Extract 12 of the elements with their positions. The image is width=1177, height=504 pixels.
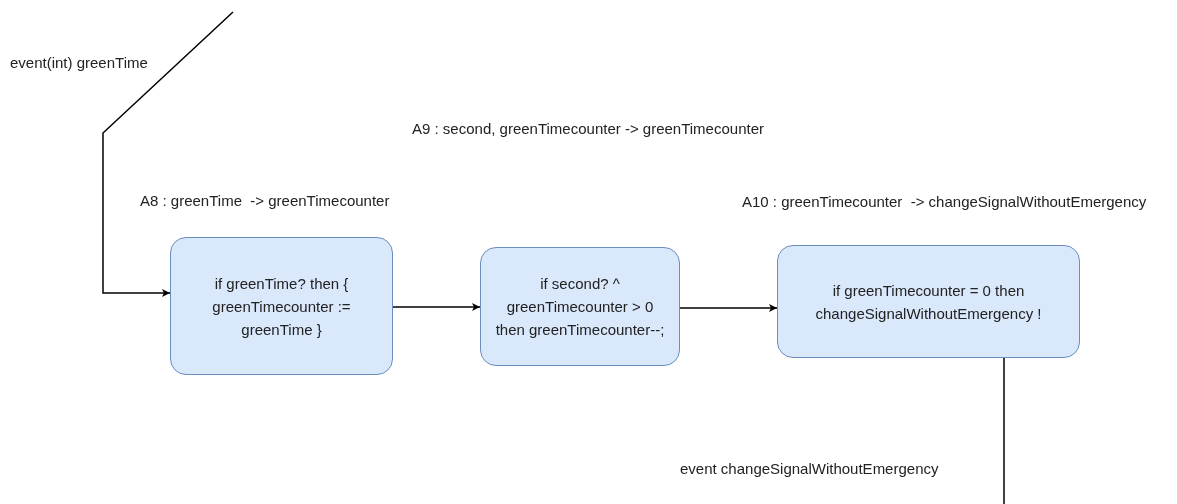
connector-line xyxy=(1003,357,1005,504)
action-label: A9 : second, greenTimecounter -> greenTimecounter xyxy=(412,120,764,138)
process-box: if greenTimecounter = 0 then changeSignalWithoutEmergency ! xyxy=(777,245,1080,358)
edge-label: event changeSignalWithoutEmergency xyxy=(678,460,941,478)
process-box: if greenTime? then { greenTimecounter := greenTime } xyxy=(170,237,393,375)
arrow xyxy=(392,303,481,311)
action-label: A10 : greenTimecounter -> changeSignalWithoutEmergency xyxy=(742,193,1147,211)
process-box: if second? ^ greenTimecounter > 0 then greenTimecounter--; xyxy=(480,247,680,366)
arrow xyxy=(102,11,234,297)
arrow xyxy=(679,304,778,312)
edge-label: event(int) greenTime xyxy=(8,54,150,72)
action-label: A8 : greenTime -> greenTimecounter xyxy=(140,192,390,210)
